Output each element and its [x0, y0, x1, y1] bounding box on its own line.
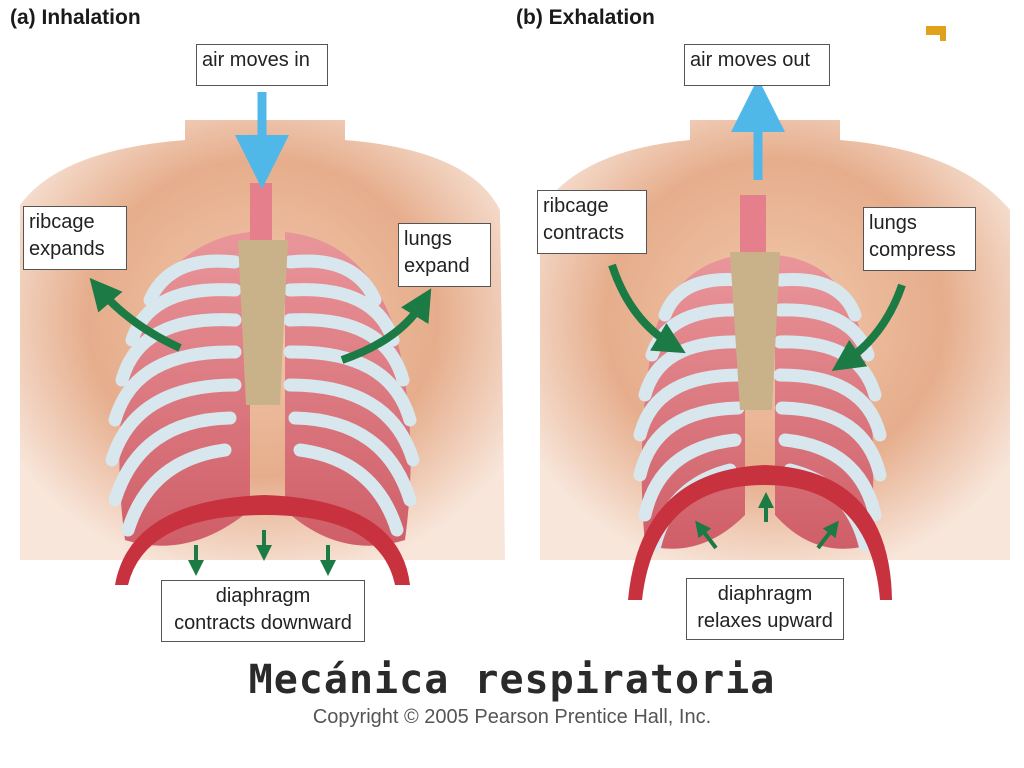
ribcage-contracts-label: ribcage contracts	[537, 190, 647, 254]
exhalation-diaphragm-arrows	[695, 492, 839, 550]
inhalation-ribcage-arrow	[89, 277, 182, 352]
lungs-expand-label: lungs expand	[398, 223, 491, 287]
inhalation-trachea	[250, 183, 272, 245]
exhalation-title: (b) Exhalation	[516, 6, 655, 29]
inhalation-figure	[20, 92, 505, 585]
inhalation-diaphragm	[115, 495, 410, 585]
corner-badge	[926, 26, 946, 41]
exhalation-figure	[540, 78, 1010, 600]
diaphragm-contracts-label: diaphragm contracts downward	[161, 580, 365, 642]
inhalation-lungs-arrow	[340, 288, 432, 364]
air-moves-out-label: air moves out	[684, 44, 830, 86]
inhalation-title: (a) Inhalation	[10, 6, 141, 29]
inhalation-diaphragm-arrows	[188, 530, 336, 576]
exhalation-lungs-arrow	[831, 283, 906, 371]
inhalation-spine	[238, 240, 288, 405]
air-moves-in-label: air moves in	[196, 44, 328, 86]
exhalation-diaphragm	[628, 465, 892, 600]
exhalation-trachea	[740, 195, 766, 258]
lungs-compress-label: lungs compress	[863, 207, 976, 271]
inhalation-ribs	[105, 254, 420, 537]
exhalation-ribcage-arrow	[608, 263, 686, 354]
copyright-notice: Copyright © 2005 Pearson Prentice Hall, …	[312, 706, 712, 728]
exhalation-spine	[730, 252, 780, 410]
main-title: Mecánica respiratoria	[248, 657, 776, 703]
diaphragm-relaxes-label: diaphragm relaxes upward	[686, 578, 844, 640]
ribcage-expands-label: ribcage expands	[23, 206, 127, 270]
